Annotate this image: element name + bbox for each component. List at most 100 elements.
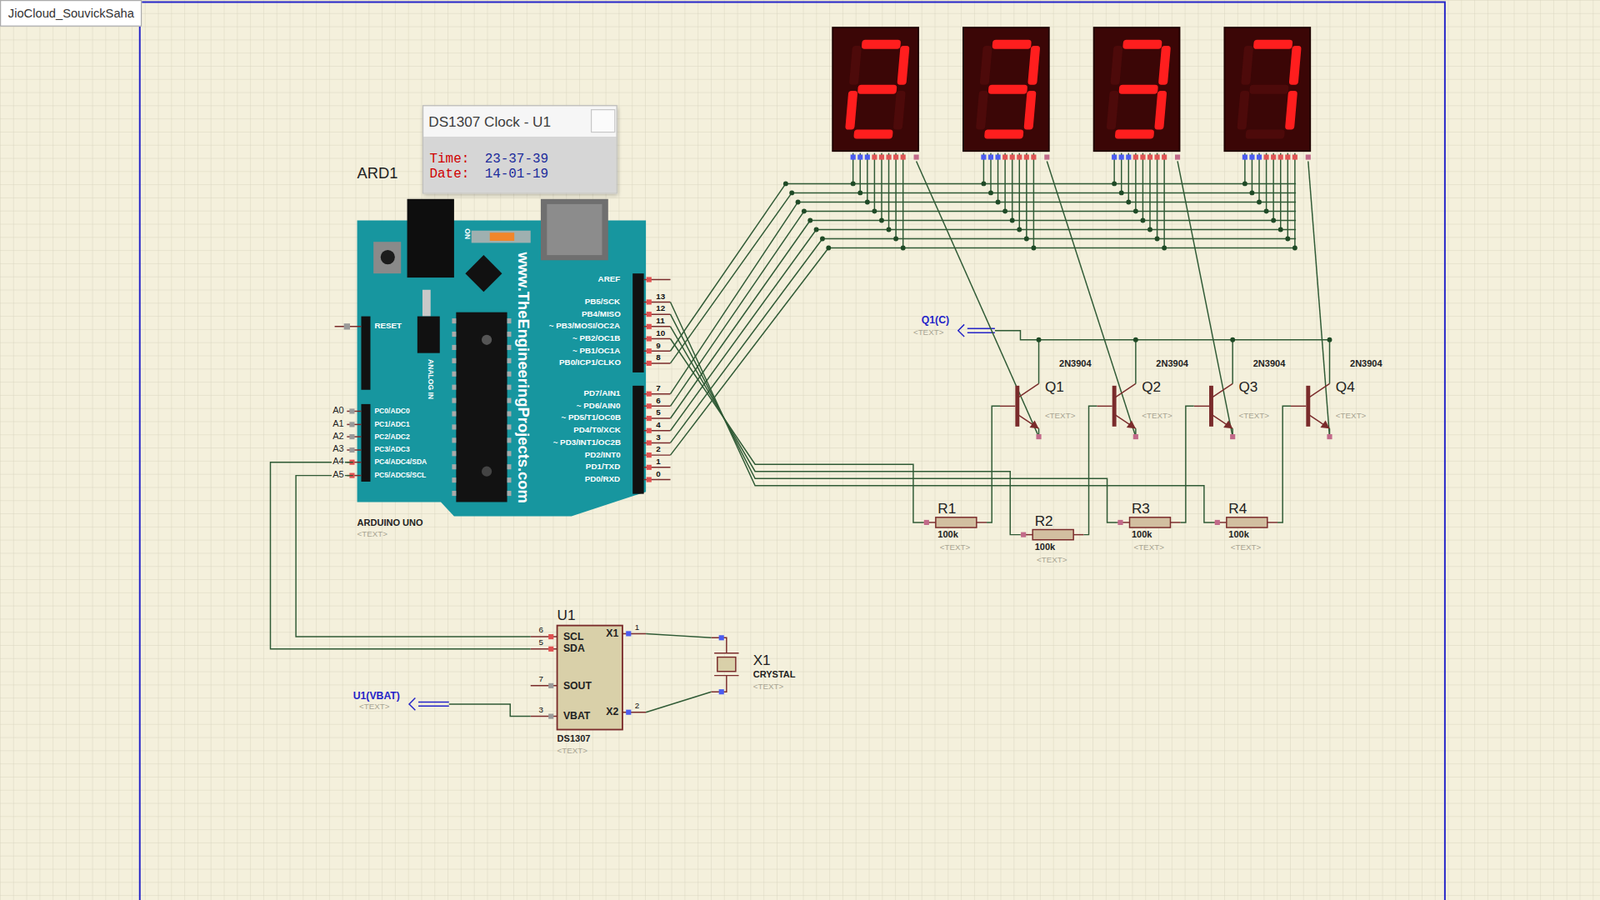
digit-segment	[1027, 45, 1040, 85]
board-text: www.TheEngineeringProjects.com	[516, 251, 532, 503]
sheet-border	[140, 0, 1445, 900]
digit-segment	[1154, 90, 1167, 130]
schematic-wiring	[346, 27, 1332, 540]
digit-segment	[1236, 90, 1250, 130]
junction-dot	[1119, 190, 1125, 195]
bus-wire	[804, 210, 1296, 212]
chip-pin	[451, 371, 456, 377]
seven-segment-digit: 3	[1094, 27, 1180, 151]
transistor-symbol	[1194, 405, 1210, 407]
part-text: <TEXT>	[1335, 412, 1366, 421]
chip-pin	[451, 345, 456, 350]
part-text: ARDUINO UNO	[357, 518, 424, 528]
pin-marker	[1270, 155, 1276, 160]
wire	[1142, 153, 1144, 221]
junction-dot	[871, 209, 877, 215]
chip-pin	[451, 490, 456, 496]
digit-segment	[1285, 90, 1298, 130]
pin-marker	[1133, 434, 1139, 440]
pin-name: ~ PD5/T1/OC0B	[560, 414, 621, 423]
rtc-chip-symbol	[625, 630, 631, 636]
pin-marker	[1002, 155, 1008, 160]
junction-dot	[1161, 245, 1167, 251]
pin-marker	[646, 311, 652, 317]
junction-dot	[789, 190, 795, 195]
wire	[986, 405, 1000, 523]
rtc-chip-symbol	[557, 625, 623, 730]
rtc-chip-symbol	[548, 683, 554, 689]
part-text: VBAT	[563, 710, 590, 721]
part-text: SOUT	[563, 680, 592, 691]
chip-pin	[507, 464, 512, 470]
chip-pin	[451, 331, 456, 337]
pin-name: A1	[331, 419, 345, 429]
transistor-symbol	[1209, 385, 1214, 427]
pin-marker	[646, 465, 652, 470]
wire	[1163, 153, 1165, 249]
pin-name: A0	[331, 405, 345, 415]
pin-number: 8	[655, 354, 660, 363]
digit-segment	[857, 85, 897, 95]
transistor-symbol	[1210, 383, 1233, 398]
resistor-symbol	[1130, 517, 1171, 528]
wire	[1231, 340, 1233, 385]
bus-wire	[785, 183, 1296, 185]
digit-segments	[1235, 40, 1302, 140]
arduino-board	[540, 199, 609, 260]
pin-marker	[1020, 532, 1026, 538]
seven-segment-display	[1094, 27, 1180, 151]
arduino-board	[632, 273, 644, 373]
seven-segment-digit: 7	[1224, 27, 1310, 151]
digit-segment	[1253, 40, 1293, 50]
pin-marker	[1161, 155, 1167, 160]
digit-segment	[980, 45, 993, 85]
junction-dot	[1256, 200, 1262, 205]
wire	[1308, 160, 1330, 437]
bus-wire	[798, 201, 1297, 203]
junction-dot	[1030, 245, 1036, 251]
pin-number: 3	[655, 433, 660, 442]
pin-marker	[1242, 155, 1248, 160]
pin-marker	[646, 324, 652, 330]
pin-marker	[893, 155, 899, 160]
arduino-board	[422, 290, 431, 317]
arduino-board	[360, 316, 370, 390]
pin-name: ~ PD3/INT1/OC2B	[553, 439, 621, 448]
part-label: X1	[753, 653, 771, 668]
rtc-chip-symbol	[530, 633, 646, 716]
pin-marker	[980, 155, 986, 160]
digit-segment	[845, 90, 858, 130]
wire	[670, 230, 816, 431]
terminal-symbol	[409, 324, 1330, 716]
junction-dot	[980, 180, 986, 186]
pin-name: A2	[331, 431, 345, 441]
part-text: SDA	[563, 644, 585, 655]
junction-dot	[1230, 337, 1235, 343]
seven-segment-digit: 2	[832, 27, 919, 151]
resistor: R4100k<TEXT>	[1214, 500, 1278, 560]
pin-marker	[1010, 155, 1015, 160]
arduino-board	[490, 232, 515, 241]
wire	[1025, 153, 1027, 240]
pin-number: 7	[655, 385, 660, 394]
digit-segments	[975, 40, 1041, 140]
arduino-board	[407, 199, 455, 278]
digit-segment	[1240, 45, 1254, 85]
pin-marker	[879, 155, 885, 160]
junction-dot	[1278, 227, 1284, 233]
pin-marker	[1016, 155, 1022, 160]
transistor-symbol	[1290, 405, 1306, 407]
pin-marker	[1117, 520, 1123, 525]
junction-dot	[1250, 190, 1255, 195]
pin-number: 0	[655, 470, 660, 479]
chip-pin	[507, 437, 512, 443]
wire	[1083, 405, 1097, 535]
junction-dot	[1270, 218, 1276, 224]
rtc-chip-symbol	[548, 634, 554, 640]
pin-marker	[995, 155, 1000, 160]
junction-dot	[1264, 209, 1270, 215]
pin-number: 11	[655, 317, 665, 326]
pin-marker	[1119, 155, 1125, 160]
pin-number: 13	[655, 292, 665, 301]
